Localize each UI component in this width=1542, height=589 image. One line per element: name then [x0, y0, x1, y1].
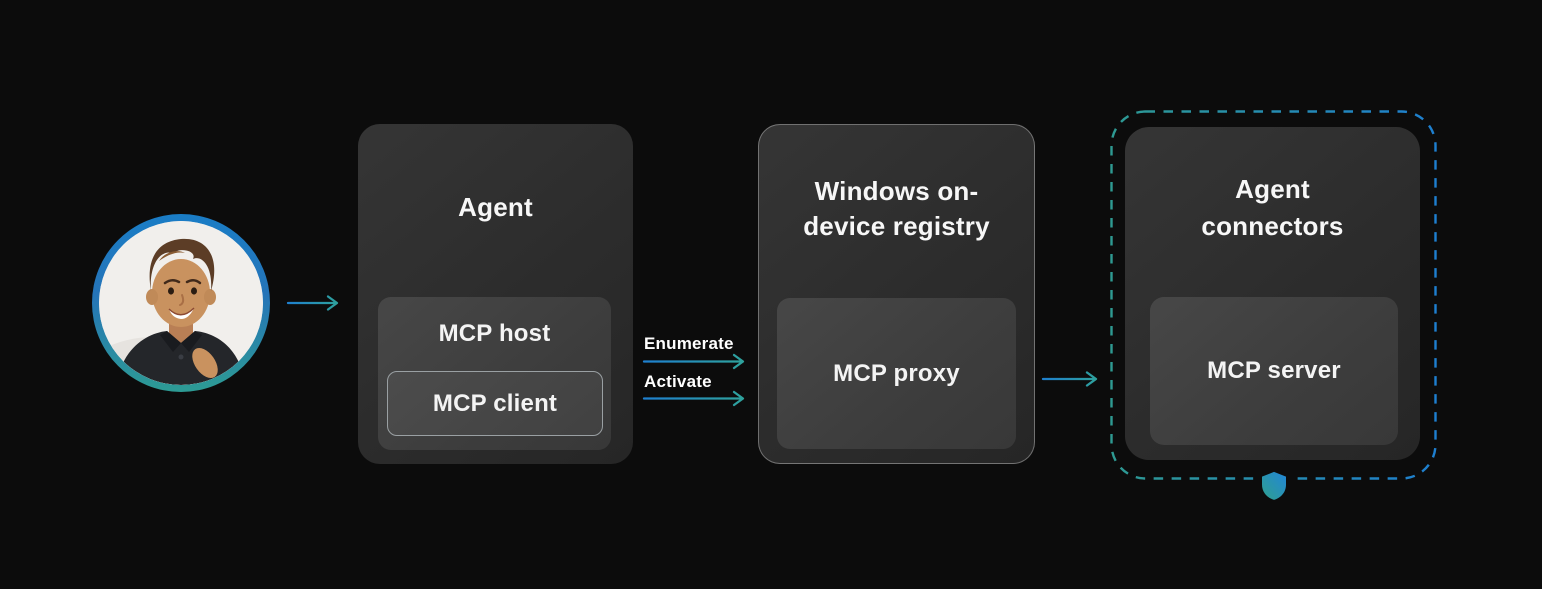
user-avatar-photo	[99, 221, 263, 385]
arrow-enumerate	[642, 353, 745, 370]
arrow-user-to-agent	[286, 295, 339, 311]
mcp-proxy-box: MCP proxy	[777, 298, 1016, 449]
user-avatar	[92, 214, 270, 392]
arrow-registry-to-connectors	[1041, 371, 1098, 387]
agent-node: Agent MCP host MCP client	[358, 124, 633, 464]
mcp-client-label: MCP client	[432, 389, 558, 417]
agent-connectors-node: Agent connectors MCP server	[1125, 127, 1420, 460]
enumerate-label: Enumerate	[644, 334, 734, 353]
mcp-server-box: MCP server	[1150, 297, 1398, 445]
mcp-client-box: MCP client	[387, 371, 603, 436]
activate-label: Activate	[644, 372, 712, 391]
security-shield-icon	[1262, 471, 1286, 500]
mcp-proxy-label: MCP proxy	[833, 359, 960, 387]
agent-connectors-title: Agent connectors	[1201, 174, 1344, 241]
security-shield-patch	[1254, 468, 1294, 504]
mcp-host-label: MCP host	[438, 320, 551, 347]
agent-title: Agent	[458, 192, 533, 222]
registry-node: Windows on-device registry MCP proxy	[758, 124, 1035, 464]
security-boundary-dashed-border	[1110, 110, 1437, 480]
arrow-activate	[642, 390, 745, 407]
mcp-host-box: MCP host MCP client	[378, 297, 611, 450]
registry-title: Windows on-device registry	[803, 176, 990, 241]
mcp-server-label: MCP server	[1207, 357, 1341, 384]
